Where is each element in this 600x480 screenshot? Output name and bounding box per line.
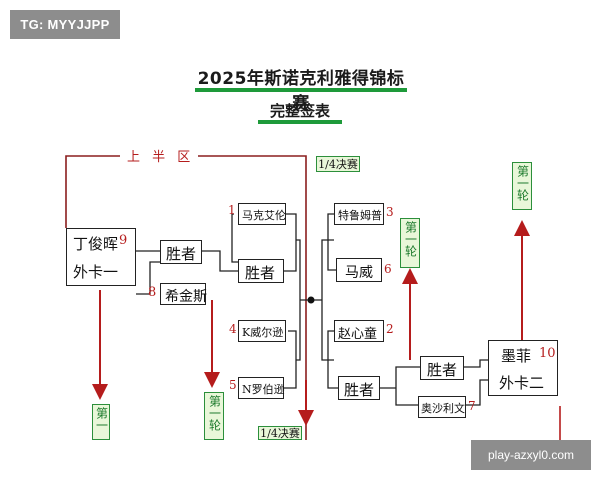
murphy-block: 墨菲 10 外卡二 (488, 340, 558, 396)
ding-seed: 9 (119, 233, 128, 248)
winner-box-r2: 胜者 (238, 259, 284, 283)
quarterfinal-tag-bottom: 1/4决赛 (258, 426, 302, 440)
nluobo-num: 5 (229, 378, 237, 392)
nluobo-box: N罗伯逊 (238, 377, 285, 399)
ding-name: 丁俊晖 (73, 235, 119, 253)
xijinsi-num: 8 (148, 285, 157, 300)
murphy-seed: 10 (539, 346, 556, 361)
murphy-name: 墨菲 (501, 347, 532, 365)
center-node (307, 296, 315, 304)
line-xijinsi-winner (136, 261, 160, 295)
winner-label-r2: 胜者 (245, 264, 276, 282)
round1-tag-right-text: 第一轮 (515, 165, 530, 201)
mawei-box: 马威 (336, 258, 382, 282)
line-r2-winner-right (380, 366, 420, 406)
round1-tag-mid-text: 第一轮 (207, 395, 222, 431)
bracket-title: 2025年斯诺克利雅得锦标赛 (197, 69, 405, 114)
line-left-q-upper (284, 213, 297, 272)
line-telumu-mawei (327, 213, 336, 271)
half-label: 上 半 区 (127, 150, 195, 165)
winner-label-right: 胜者 (427, 361, 458, 379)
mawei-name: 马威 (345, 265, 373, 281)
aosha-num: 7 (468, 399, 476, 413)
aosha-box: 奥沙利文 (418, 396, 466, 418)
upper-half-frame (65, 155, 307, 440)
winner-box-right: 胜者 (420, 356, 464, 380)
line-make-to-r2 (231, 213, 238, 263)
round1-tag-left-text: 第一 (94, 407, 109, 431)
line-left-center (296, 239, 312, 361)
winner-label: 胜者 (166, 245, 197, 263)
winner-box-right-r2: 胜者 (338, 376, 380, 400)
xijinsi-name: 希金斯 (165, 289, 207, 305)
aosha-name: 奥沙利文 (421, 402, 465, 415)
bracket-subtitle: 完整签表 (269, 102, 330, 120)
kweier-box: K威尔逊 (238, 320, 286, 342)
xijinsi-box: 希金斯 (160, 283, 207, 305)
line-winner-right-murphy (464, 359, 488, 368)
nluobo-name: N罗伯逊 (242, 383, 285, 396)
frame-right (593, 40, 600, 440)
zhao-name: 赵心童 (338, 327, 378, 342)
murphy-sub: 外卡二 (499, 374, 545, 392)
winner-box-left: 胜者 (160, 240, 202, 264)
ding-sub: 外卡一 (73, 263, 119, 281)
mawei-num: 6 (384, 262, 392, 276)
line-aosha-murphy (466, 379, 488, 406)
telumu-num: 3 (386, 205, 394, 219)
subtitle-underline (258, 120, 342, 124)
line-zhao-r2 (327, 330, 338, 389)
line-center-right (312, 239, 334, 361)
line-winner-to-r2 (202, 250, 238, 272)
kweier-num: 4 (229, 322, 237, 336)
telumu-box: 特鲁姆普 (334, 203, 384, 225)
make-box: 马克艾伦 (238, 203, 286, 225)
round1-tag-mid: 第一轮 (204, 392, 224, 440)
round1-tag-right: 第一轮 (512, 162, 532, 210)
make-name: 马克艾伦 (242, 209, 286, 222)
winner-label-right-r2: 胜者 (344, 381, 375, 399)
kweier-name: K威尔逊 (242, 326, 284, 339)
quarterfinal-tag-top: 1/4决赛 (316, 156, 360, 172)
round1-tag-center: 第一轮 (400, 218, 420, 268)
frame-left (0, 40, 7, 440)
watermark-bottom-right: play-azxyl0.com (471, 440, 591, 470)
zhao-box: 赵心童 (334, 320, 384, 342)
ding-block: 丁俊晖 9 外卡一 (66, 228, 136, 286)
make-num: 1 (228, 203, 236, 217)
title-underline (195, 88, 407, 92)
round1-tag-center-text: 第一轮 (403, 221, 418, 257)
round1-tag-left: 第一 (92, 404, 110, 440)
zhao-num: 2 (386, 322, 394, 336)
watermark-top-left: TG: MYYJJPP (10, 10, 120, 39)
telumu-name: 特鲁姆普 (338, 209, 382, 222)
